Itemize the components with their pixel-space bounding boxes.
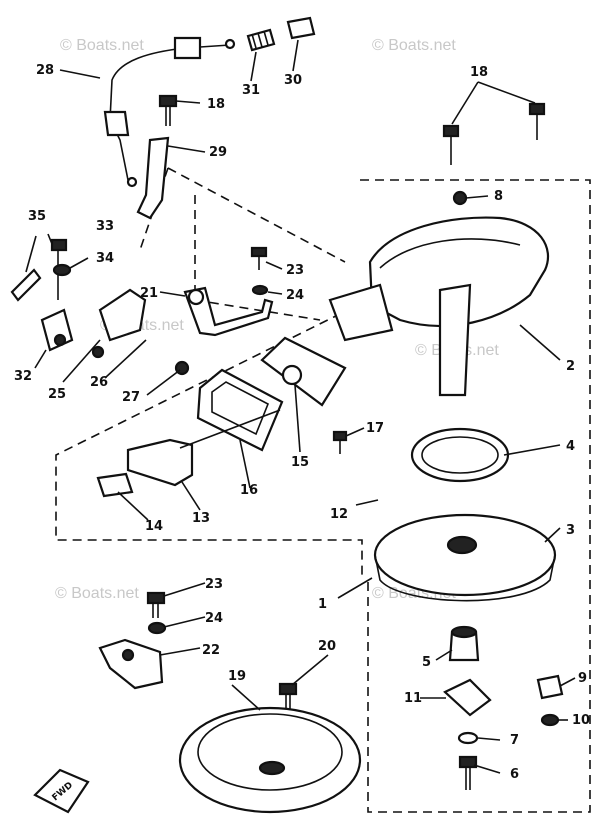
part-washer-26 [91, 345, 105, 359]
part-bolt-23-bottom [146, 591, 166, 618]
part-nut-8 [452, 190, 468, 206]
callout-14: 14 [145, 519, 163, 534]
leader-lines [25, 39, 576, 774]
callout-34: 34 [96, 251, 114, 266]
part-bushing-5 [448, 625, 480, 662]
recoil-assembly-outline [360, 179, 591, 813]
callout-30: 30 [284, 73, 302, 88]
part-plate-15 [260, 336, 347, 407]
watermark-3: © Boats.net [55, 585, 139, 602]
part-handle-13 [126, 409, 281, 487]
part-cable-28 [103, 36, 236, 188]
callout-28: 28 [36, 63, 54, 78]
callout-6: 6 [510, 767, 519, 782]
part-pawl-9 [536, 674, 564, 700]
callout-24-bottom: 24 [205, 611, 223, 626]
part-spring-35 [10, 268, 42, 302]
part-spring-4 [410, 427, 510, 483]
callout-18-left: 18 [207, 97, 225, 112]
part-bolt-18-left [158, 94, 178, 126]
callout-20: 20 [318, 639, 336, 654]
callout-21: 21 [140, 286, 158, 301]
part-sleeve-30 [286, 16, 316, 40]
part-washer-10 [540, 713, 560, 727]
callout-24-top: 24 [286, 288, 304, 303]
callout-1: 1 [318, 597, 327, 612]
callout-8: 8 [494, 189, 503, 204]
callout-11: 11 [404, 691, 422, 706]
callout-7: 7 [510, 733, 519, 748]
callout-22: 22 [202, 643, 220, 658]
callout-31: 31 [242, 83, 260, 98]
part-bolt-18-right-b [528, 102, 546, 140]
callout-13: 13 [192, 511, 210, 526]
part-bolt-6 [458, 755, 478, 790]
part-insert-14 [96, 472, 134, 498]
link-outline [139, 167, 346, 263]
watermark-2: © Boats.net [372, 37, 456, 54]
part-lever-22 [98, 638, 164, 690]
callout-26: 26 [90, 375, 108, 390]
callout-32: 32 [14, 369, 32, 384]
callout-4: 4 [566, 439, 575, 454]
callout-3: 3 [566, 523, 575, 538]
part-pawl-11 [443, 678, 492, 717]
part-bolt-23-top [250, 246, 268, 270]
callout-18-right: 18 [470, 65, 488, 80]
callout-labels: 28 18 29 31 30 18 8 2 4 3 12 1 17 5 9 11… [14, 63, 590, 782]
part-washer-24-top [251, 284, 269, 296]
part-washer-7 [457, 731, 479, 745]
fwd-arrow-icon: FWD [33, 768, 90, 814]
callout-33: 33 [96, 219, 114, 234]
callout-15: 15 [291, 455, 309, 470]
callout-23-bottom: 23 [205, 577, 223, 592]
callout-29: 29 [209, 145, 227, 160]
part-bracket-29 [136, 136, 170, 220]
part-plate-19 [178, 706, 362, 814]
callout-12: 12 [330, 507, 348, 522]
callout-23-top: 23 [286, 263, 304, 278]
part-joint-32 [40, 308, 74, 352]
callout-5: 5 [422, 655, 431, 670]
part-linkage-25 [98, 288, 147, 342]
part-washer-34 [52, 263, 72, 277]
part-bolt-17 [332, 430, 348, 454]
callout-25: 25 [48, 387, 66, 402]
starter-outline [55, 299, 369, 580]
callout-27: 27 [122, 390, 140, 405]
callout-35: 35 [28, 209, 46, 224]
part-washer-24-bottom [147, 621, 167, 635]
callout-10: 10 [572, 713, 590, 728]
part-housing-2 [328, 216, 550, 397]
callout-2: 2 [566, 359, 575, 374]
callout-9: 9 [578, 671, 587, 686]
part-bolt-18-right-a [442, 124, 460, 165]
callout-16: 16 [240, 483, 258, 498]
part-pulley-3 [373, 513, 557, 602]
callout-17: 17 [366, 421, 384, 436]
part-grommet-16 [196, 368, 284, 452]
part-spring-31 [246, 28, 276, 52]
watermark-1: © Boats.net [60, 37, 144, 54]
part-link-21 [183, 286, 274, 337]
callout-19: 19 [228, 669, 246, 684]
